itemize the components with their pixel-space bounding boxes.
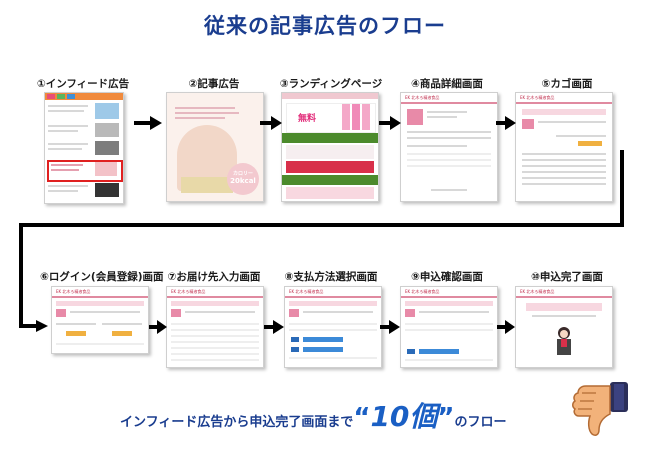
character-figure	[554, 327, 574, 357]
footer-count: 10個	[370, 400, 438, 433]
screenshot-confirmation: EK 北木ろ精液食品	[400, 286, 498, 368]
arrow-7-to-8	[264, 320, 284, 334]
screenshot-login: EK 北木ろ精液食品	[51, 286, 149, 354]
step-label-7: ⑦お届け先入力画面	[167, 271, 261, 283]
screenshot-cart: EK 北木ろ精液食品	[515, 92, 613, 202]
arrow-9-to-10	[497, 320, 515, 334]
footer-prefix: インフィード広告から申込完了画面まで	[120, 415, 354, 430]
thumbs-down-icon	[572, 382, 628, 436]
arrow-3-to-4	[379, 116, 401, 130]
arrow-8-to-9	[380, 320, 400, 334]
footer-suffix: のフロー	[454, 415, 507, 430]
step-label-1: ①インフィード広告	[36, 78, 130, 90]
lp-headline: 無料	[298, 114, 317, 124]
diagram-title: 従来の記事広告のフロー	[204, 14, 446, 38]
arrow-4-to-5	[496, 116, 516, 130]
calorie-label: カロリー	[232, 171, 253, 177]
step-label-5: ⑤カゴ画面	[541, 78, 593, 90]
arrow-1-to-2	[134, 116, 162, 130]
arrow-6-to-7	[149, 320, 167, 334]
screenshot-payment-method: EK 北木ろ精液食品	[284, 286, 382, 368]
screenshot-article-ad: カロリー 20kcal	[166, 92, 264, 202]
screenshot-order-complete: EK 北木ろ精液食品	[515, 286, 613, 368]
arrow-2-to-3	[260, 116, 282, 130]
step-label-4: ④商品詳細画面	[411, 78, 483, 90]
step-label-10: ⑩申込完了画面	[531, 271, 603, 283]
footer-caption: インフィード広告から申込完了画面まで“10個”のフロー	[120, 400, 507, 433]
screenshot-landing-page: 無料	[281, 92, 379, 202]
step-label-9: ⑨申込確認画面	[411, 271, 483, 283]
step-label-3: ③ランディングページ	[279, 78, 383, 90]
calorie-value: 20kcal	[230, 177, 256, 185]
screenshot-product-detail: EK 北木ろ精液食品	[400, 92, 498, 202]
step-label-8: ⑧支払方法選択画面	[284, 271, 378, 283]
screenshot-delivery-address: EK 北木ろ精液食品	[166, 286, 264, 368]
screenshot-infeed-ad	[44, 92, 124, 204]
step-label-6: ⑥ログイン(会員登録)画面	[40, 271, 164, 283]
step-label-2: ②記事広告	[188, 78, 240, 90]
